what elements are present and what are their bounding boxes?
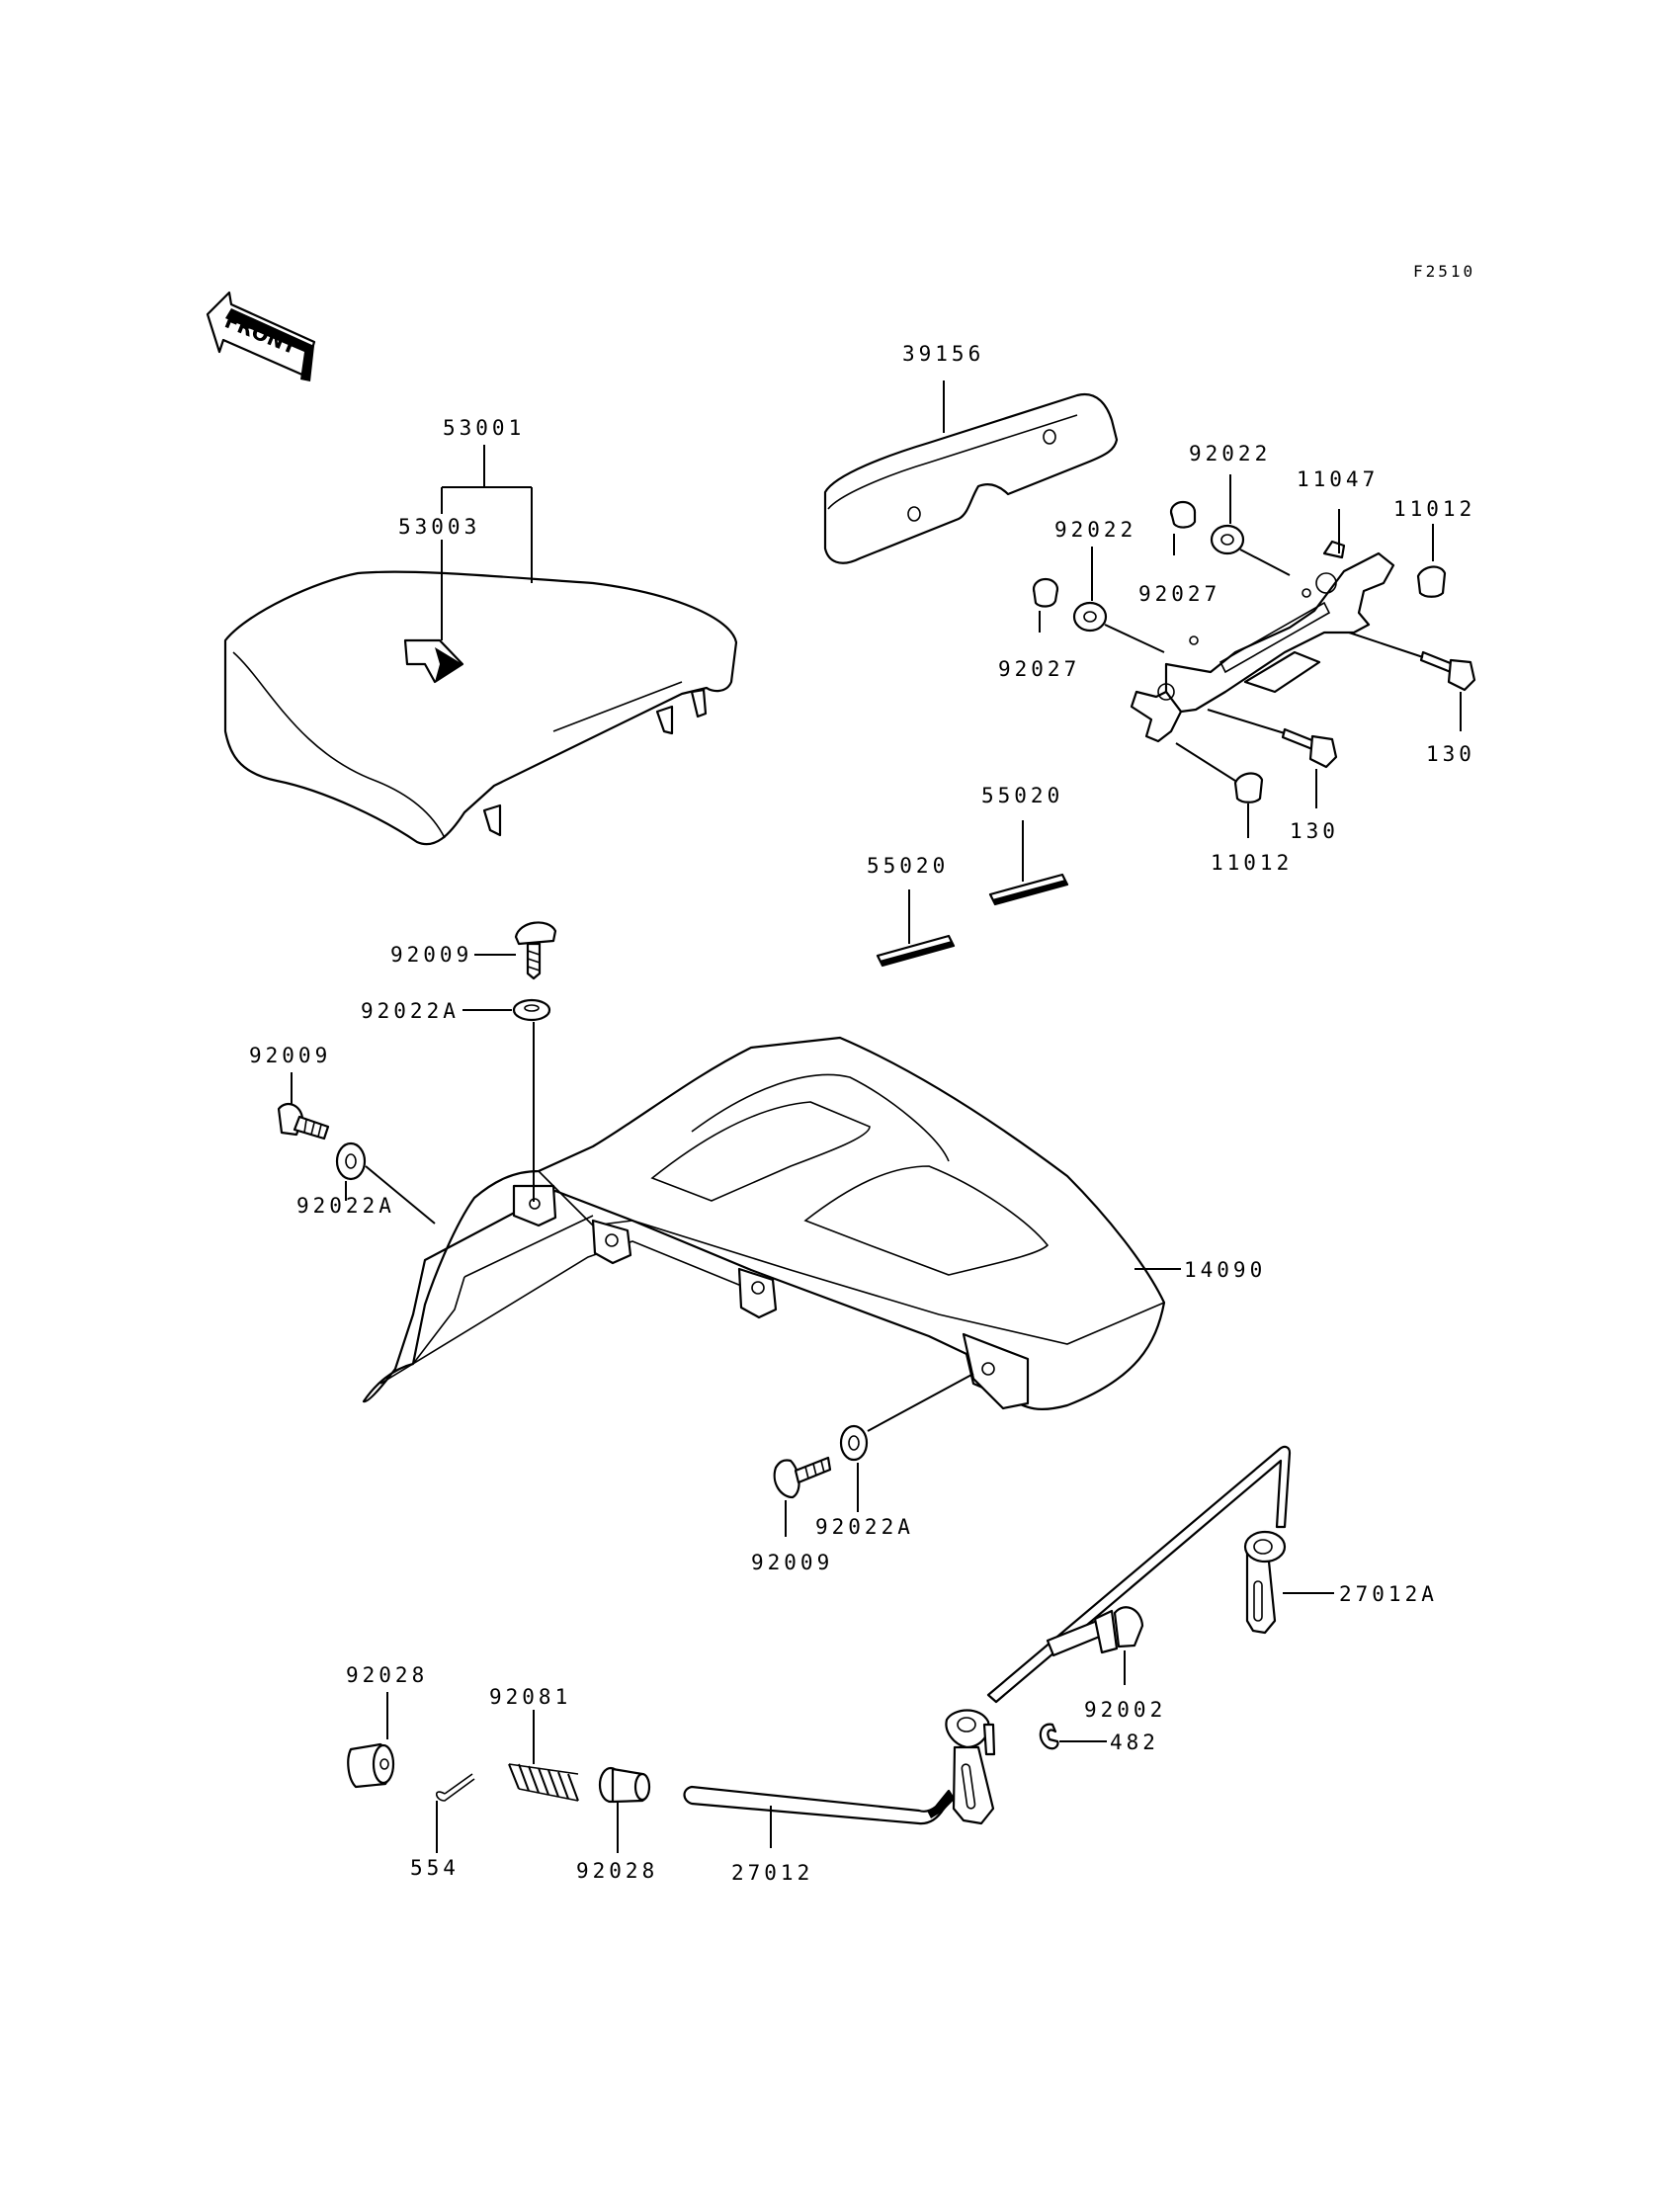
label-92027-upper: 92027 — [1138, 582, 1220, 606]
figure-ref: F2510 — [1413, 262, 1475, 281]
cotter-pin-554 — [435, 1773, 475, 1802]
stay-27012-arm — [945, 1709, 996, 1825]
label-11012-lower: 11012 — [1211, 851, 1293, 875]
screw-92009-bottom — [773, 1456, 832, 1499]
leader-53001 — [441, 445, 533, 583]
label-130-lower: 130 — [1290, 819, 1339, 843]
strip-55020-upper — [988, 873, 1069, 906]
bushing-92028-right — [598, 1766, 651, 1804]
label-130-upper: 130 — [1426, 742, 1475, 766]
rod-27012 — [683, 1785, 956, 1825]
label-27012: 27012 — [731, 1861, 813, 1885]
spring-92081 — [508, 1763, 579, 1802]
bolt-130-upper — [1419, 650, 1476, 692]
washer-92022A-bottom — [839, 1424, 869, 1462]
label-92022-lower: 92022 — [1054, 518, 1136, 542]
label-92028-right: 92028 — [576, 1859, 658, 1883]
leader-92022-upper — [1229, 474, 1291, 576]
label-92009-bottom: 92009 — [751, 1551, 833, 1574]
front-arrow-icon: FRONT — [206, 291, 316, 381]
label-92027-lower: 92027 — [998, 657, 1080, 681]
cap-11012-lower — [1233, 772, 1264, 803]
label-92009-top: 92009 — [390, 943, 472, 967]
label-39156: 39156 — [902, 342, 984, 366]
label-92028-left: 92028 — [346, 1663, 428, 1687]
seat-53001 — [223, 570, 738, 846]
leader-92022-lower — [1091, 547, 1165, 653]
label-92022-upper: 92022 — [1189, 442, 1271, 465]
label-92081: 92081 — [489, 1685, 571, 1709]
seat-tag-53003 — [403, 638, 464, 684]
collar-92027-upper — [1169, 500, 1197, 529]
bracket-11047 — [1130, 540, 1395, 743]
screw-92009-top — [514, 921, 557, 980]
bolt-130-lower — [1281, 727, 1338, 769]
label-53003: 53003 — [398, 515, 480, 539]
strip-55020-lower — [876, 934, 956, 968]
leader-92022A-bottom — [857, 1373, 974, 1512]
stay-27012A — [986, 1445, 1292, 1704]
bushing-92028-left — [347, 1742, 395, 1789]
leader-92022A-left — [345, 1165, 436, 1225]
label-55020-upper: 55020 — [981, 784, 1063, 807]
leader-92022A-top — [462, 1009, 535, 1202]
label-11047: 11047 — [1297, 467, 1379, 491]
collar-92027-lower — [1032, 577, 1059, 608]
pin-92002 — [1046, 1606, 1144, 1657]
leader-11012-lower — [1175, 742, 1249, 838]
label-92009-left: 92009 — [249, 1044, 331, 1067]
label-11012-upper: 11012 — [1393, 497, 1475, 521]
label-482: 482 — [1110, 1731, 1159, 1754]
washer-92022A-left — [335, 1141, 367, 1181]
label-55020-lower: 55020 — [867, 854, 949, 878]
label-554: 554 — [410, 1856, 460, 1880]
eclip-482 — [1039, 1723, 1059, 1750]
washer-92022A-top — [512, 998, 551, 1022]
washer-92022-lower — [1072, 601, 1108, 633]
cap-11012-upper — [1416, 565, 1447, 598]
label-27012A: 27012A — [1339, 1582, 1438, 1606]
label-92022A-top: 92022A — [361, 999, 460, 1023]
label-53001: 53001 — [443, 416, 525, 440]
leader-130-upper — [1348, 632, 1462, 731]
pad-39156 — [823, 392, 1119, 564]
screw-92009-left — [277, 1102, 330, 1141]
cowl-14090 — [362, 1036, 1166, 1411]
label-14090: 14090 — [1184, 1258, 1266, 1282]
leader-130-lower — [1207, 709, 1317, 808]
label-92022A-left: 92022A — [296, 1194, 395, 1218]
label-92002: 92002 — [1084, 1698, 1166, 1722]
label-92022A-bottom: 92022A — [815, 1515, 914, 1539]
washer-92022-upper — [1210, 524, 1245, 555]
